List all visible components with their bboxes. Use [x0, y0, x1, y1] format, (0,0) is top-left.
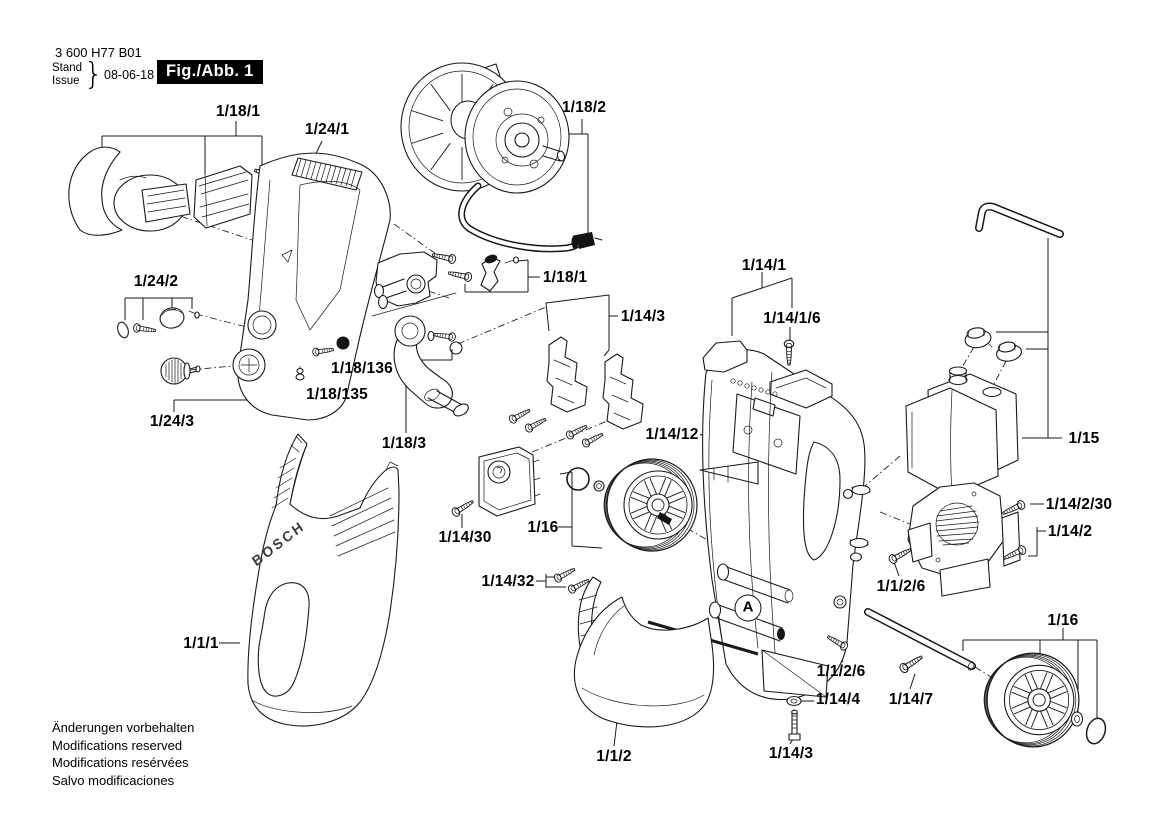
crank-handle-part: [393, 315, 469, 417]
main-housing-part: [647, 339, 871, 701]
base-scoop-part: [573, 576, 715, 728]
part-label-1-14-1-6: 1/14/1/6: [763, 310, 821, 327]
hose-reel-part: [400, 62, 570, 194]
axle-rod-part: [864, 608, 976, 675]
part-label-1-14-2-30: 1/14/2/30: [1045, 496, 1113, 513]
part-label-1-14-2: 1/14/2: [1047, 523, 1093, 540]
disclaimer-line-es: Salvo modificaciones: [52, 772, 175, 788]
part-label-1-18-1-top: 1/18/1: [215, 103, 261, 120]
figure-number-box: Fig./Abb. 1: [157, 60, 263, 84]
part-label-1-1-1: 1/1/1: [183, 635, 219, 652]
part-label-1-1-2-6-upper: 1/1/2/6: [876, 578, 926, 595]
part-label-1-15: 1/15: [1068, 430, 1100, 447]
part-label-1-24-2: 1/24/2: [133, 273, 179, 290]
part-label-1-1-2: 1/1/2: [596, 748, 632, 765]
bosch-front-cover-part: [247, 433, 400, 727]
stand-issue-labels: Stand Issue: [52, 62, 82, 88]
nozzle-holder-part: [373, 249, 520, 310]
part-label-1-18-136: 1/18/136: [331, 360, 393, 377]
disclaimer-line-fr: Modifications resérvées: [52, 755, 189, 771]
part-label-1-24-1: 1/24/1: [304, 121, 350, 138]
part-label-1-18-135: 1/18/135: [306, 386, 368, 403]
part-label-1-1-2-6-lower: 1/1/2/6: [816, 663, 866, 680]
disclaimer-text: Änderungen vorbehalten Modifications res…: [52, 719, 194, 789]
bottom-hardware: [786, 695, 802, 741]
part-label-1-18-1-mid: 1/18/1: [542, 269, 588, 286]
upper-front-cover-part: [232, 152, 391, 421]
knurled-knob-part: [160, 357, 201, 385]
disclaimer-line-en: Modifications reserved: [52, 737, 183, 753]
part-label-1-16-front: 1/16: [527, 519, 559, 536]
part-label-1-18-3: 1/18/3: [381, 435, 427, 452]
part-label-1-14-7: 1/14/7: [888, 691, 934, 708]
part-label-1-16-rear: 1/16: [1047, 612, 1079, 629]
mount-bracket-parts: [507, 336, 644, 595]
detail-marker-a: A: [734, 594, 762, 622]
part-number-code: 3 600 H77 B01: [55, 45, 142, 60]
small-fasteners: [295, 336, 350, 381]
part-label-1-14-30: 1/14/30: [438, 529, 492, 546]
issue-date: 08-06-18: [104, 68, 155, 82]
handle-rod-part: [975, 202, 1064, 238]
brace-glyph: }: [84, 57, 104, 92]
gun-rest-cover-part: [68, 146, 191, 236]
part-label-1-14-3-bolt: 1/14/3: [768, 745, 814, 762]
part-label-1-18-2: 1/18/2: [561, 99, 607, 116]
stand-label: Stand: [52, 62, 83, 74]
switch-box-part: [450, 446, 541, 519]
pump-cover-part: [887, 482, 1028, 597]
issue-label: Issue: [52, 75, 80, 87]
cover-fastener-set: [117, 307, 200, 339]
part-label-1-24-3: 1/24/3: [149, 413, 195, 430]
high-pressure-hose: [458, 182, 603, 253]
front-wheel-group: [566, 458, 698, 552]
disclaimer-line-de: Änderungen vorbehalten: [52, 720, 195, 735]
part-label-1-14-12: 1/14/12: [645, 426, 699, 443]
part-label-1-14-32: 1/14/32: [481, 573, 535, 590]
rear-wheel-group: [983, 652, 1107, 748]
bottle-caps: [964, 327, 1022, 362]
part-label-1-14-4: 1/14/4: [815, 691, 861, 708]
holder-bracket-part: [193, 164, 287, 229]
detergent-bottles-part: [905, 327, 1022, 497]
part-label-1-14-1: 1/14/1: [741, 257, 787, 274]
part-label-1-14-3: 1/14/3: [620, 308, 666, 325]
